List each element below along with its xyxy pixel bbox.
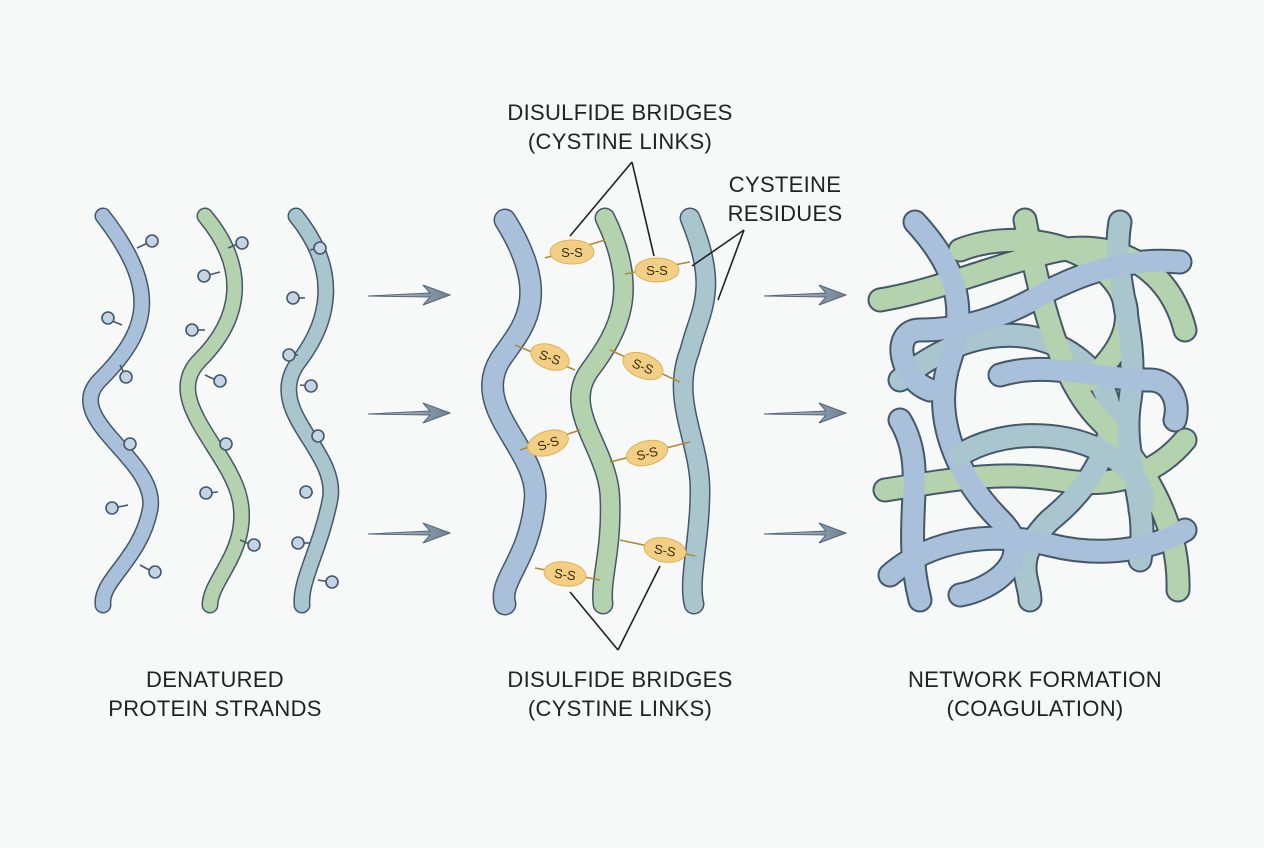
svg-text:S-S: S-S — [635, 444, 660, 464]
strand-3 — [672, 207, 717, 615]
denatured-strands-label: DENATURED PROTEIN STRANDS — [108, 667, 322, 721]
side-groups — [101, 234, 339, 589]
arrow-icon — [367, 402, 452, 424]
bond-6: S-S — [625, 439, 669, 467]
cysteine-residues-label: CYSTEINE RESIDUES — [727, 172, 843, 226]
arrows-2 — [763, 284, 848, 544]
bond-7: S-S — [543, 561, 587, 587]
strand-2 — [569, 207, 635, 615]
svg-text:S-S: S-S — [537, 347, 563, 369]
svg-text:S-S: S-S — [561, 245, 583, 260]
svg-text:S-S: S-S — [646, 263, 668, 278]
bond-2: S-S — [634, 257, 680, 283]
disulfide-bridges-label-bottom: DISULFIDE BRIDGES (CYSTINE LINKS) — [507, 667, 733, 721]
network-formation-label: NETWORK FORMATION (COAGULATION) — [907, 667, 1162, 721]
arrow-icon — [763, 402, 848, 424]
svg-text:S-S: S-S — [536, 433, 562, 454]
svg-text:S-S: S-S — [653, 541, 677, 560]
disulfide-bridges: S-S S-S S-S S-S S-S S-S S-S S-S — [514, 239, 696, 587]
bond-5: S-S — [527, 429, 569, 457]
bond-8: S-S — [643, 537, 687, 563]
strand-2 — [179, 207, 251, 614]
arrows-1 — [367, 284, 452, 544]
svg-text:S-S: S-S — [553, 566, 577, 584]
bond-1: S-S — [549, 239, 595, 265]
leader-lines — [569, 161, 745, 651]
bond-3: S-S — [530, 343, 570, 371]
disulfide-bridges-label-top: DISULFIDE BRIDGES (CYSTINE LINKS) — [507, 100, 733, 154]
arrow-icon — [763, 522, 848, 544]
arrow-icon — [763, 284, 848, 306]
denatured-strands-panel — [82, 207, 340, 614]
network-panel — [867, 207, 1198, 613]
bridged-strands-panel: S-S S-S S-S S-S S-S S-S S-S S-S — [481, 161, 745, 651]
strand-1 — [481, 208, 547, 616]
strand-3 — [280, 207, 340, 614]
bond-4: S-S — [622, 351, 664, 381]
arrow-icon — [367, 522, 452, 544]
strand-1 — [82, 207, 160, 614]
arrow-icon — [367, 284, 452, 306]
